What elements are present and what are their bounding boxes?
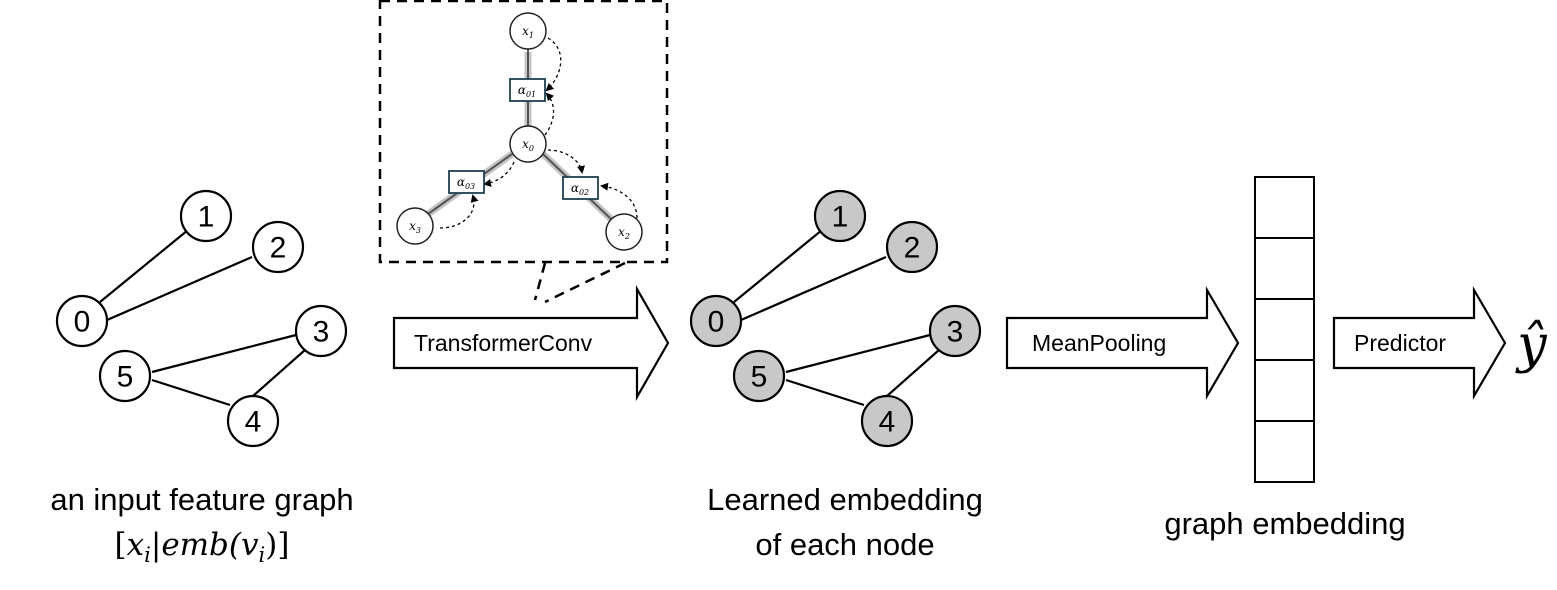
edge-5-4 [151,378,231,407]
input-node-5-label: 5 [117,361,134,394]
mean-pooling-arrow: MeanPooling [1005,285,1240,401]
input-node-1-label: 1 [198,201,215,234]
learned-edge-5-3 [785,333,931,374]
input-node-5: 5 [98,349,152,403]
learned-graph: 0 1 2 3 5 4 [689,189,982,448]
learned-caption-line1: Learned embedding [707,482,983,517]
svg-text:x1: x1 [522,24,534,40]
callout-line-left [533,262,547,301]
input-node-2-label: 2 [270,232,287,265]
transformer-conv-arrow: TransformerConv [392,284,670,402]
learned-node-2: 2 [885,220,939,274]
svg-text:1: 1 [832,201,849,234]
attention-box-03: α03 [448,170,485,194]
learned-node-5: 5 [732,349,786,403]
edge-5-3 [151,333,297,374]
attention-inset: x1 x0 x3 x2 α01 α03 α02 [378,0,669,304]
svg-text:α01: α01 [518,83,536,99]
edge-0-1 [99,229,189,303]
svg-text:2: 2 [904,232,921,265]
svg-text:α03: α03 [457,175,475,191]
message-arrow-4 [483,161,515,187]
message-arrow-1 [545,37,562,92]
svg-text:0: 0 [708,306,725,339]
embedding-cell [1254,359,1315,422]
learned-edge-3-4 [886,349,940,397]
learned-node-4: 4 [860,394,914,448]
input-graph-formula: [xi|emb(vi)] [115,527,290,567]
graph-embedding-vector [1254,176,1315,483]
input-node-4: 4 [226,394,280,448]
learned-node-1: 1 [813,189,867,243]
message-arrow-2 [544,92,555,136]
predictor-arrow: Predictor [1332,285,1507,401]
svg-text:x3: x3 [409,219,421,235]
inset-frame [378,0,669,264]
graph-embedding-caption: graph embedding [1164,506,1405,541]
svg-text:α02: α02 [571,181,589,197]
inset-node-x2: x2 [605,213,643,251]
edge-0-2 [106,255,253,322]
svg-text:x0: x0 [522,137,534,153]
transformer-conv-label: TransformerConv [414,330,593,356]
input-node-2: 2 [251,220,305,274]
learned-edge-0-1 [733,229,823,303]
learned-caption-line2: of each node [755,527,934,562]
edge-3-4 [252,349,306,397]
input-node-1: 1 [179,189,233,243]
attention-box-02: α02 [562,176,599,200]
input-node-3: 3 [294,304,348,358]
embedding-cell [1254,420,1315,483]
svg-text:4: 4 [879,406,896,439]
learned-edge-5-4 [785,378,865,407]
message-arrow-3 [439,194,479,229]
mean-pooling-label: MeanPooling [1032,330,1166,356]
input-node-0-label: 0 [74,306,91,339]
svg-text:x2: x2 [618,225,630,241]
attention-box-01: α01 [509,78,546,102]
inset-node-x3: x3 [396,207,434,245]
embedding-cell [1254,176,1315,239]
learned-edge-0-2 [740,255,887,322]
input-graph-caption: an input feature graph [50,482,353,517]
embedding-cell [1254,237,1315,300]
input-graph: 0 1 2 3 5 4 [55,189,348,448]
input-node-0: 0 [55,294,109,348]
input-node-3-label: 3 [313,316,330,349]
prediction-output: ŷ [1515,315,1547,375]
inset-node-x1: x1 [509,12,547,50]
learned-node-3: 3 [928,304,982,358]
input-node-4-label: 4 [245,406,262,439]
embedding-cell [1254,298,1315,361]
svg-text:5: 5 [751,361,768,394]
learned-node-0: 0 [689,294,743,348]
svg-text:3: 3 [947,316,964,349]
predictor-label: Predictor [1354,330,1446,356]
inset-node-x0: x0 [509,125,547,163]
message-arrow-6 [600,182,638,219]
callout-line-right [544,261,626,304]
